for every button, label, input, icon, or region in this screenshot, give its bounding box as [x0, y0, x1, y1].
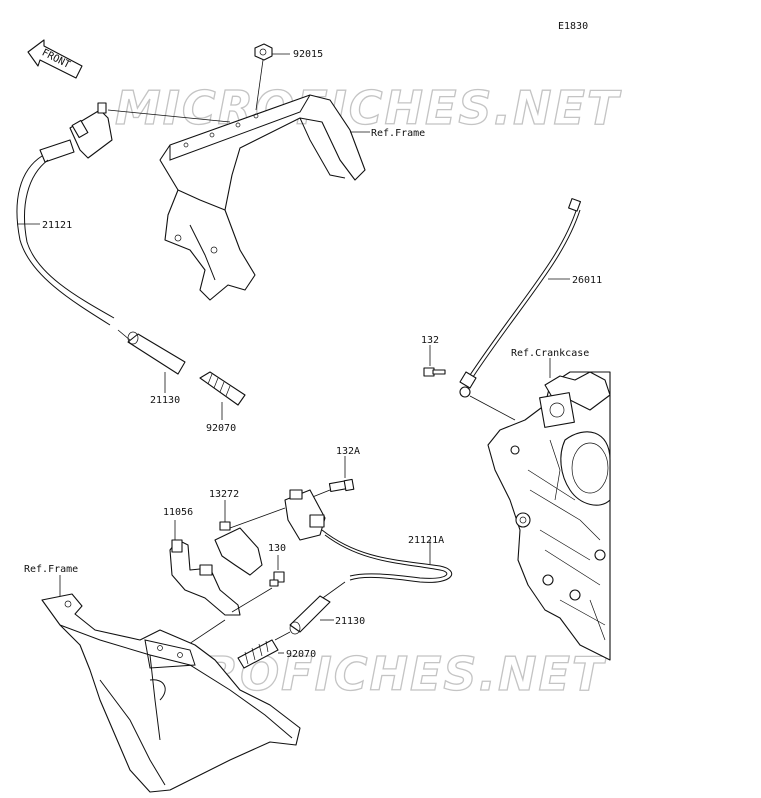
- label-26011: 26011: [572, 275, 602, 286]
- spark-plug-top: [199, 371, 246, 406]
- label-11056: 11056: [163, 507, 193, 518]
- ref-crankcase-label: Ref.Crankcase: [511, 348, 589, 359]
- leader-bracket-coil: [229, 507, 286, 529]
- plug-cap-top: [127, 331, 186, 375]
- label-92015: 92015: [293, 49, 323, 60]
- bolt-130: [269, 571, 285, 587]
- cable-21121a-inner: [324, 534, 448, 579]
- leader-cable-cap: [319, 581, 346, 601]
- label-21121: 21121: [42, 220, 72, 231]
- label-92070-top: 92070: [206, 423, 236, 434]
- label-21130-bottom: 21130: [335, 616, 365, 627]
- nut-92015: [254, 43, 273, 61]
- label-13272: 13272: [209, 489, 239, 500]
- leader-cap-plug: [274, 631, 291, 641]
- spark-plug-bottom: [237, 639, 279, 669]
- leader-ground-crankcase: [469, 395, 516, 421]
- label-132a: 132A: [336, 446, 360, 457]
- frame-bracket-top: [159, 94, 366, 301]
- label-21121a: 21121A: [408, 535, 444, 546]
- frame-bottom: [41, 593, 301, 793]
- ignition-coil-bottom: [284, 489, 326, 541]
- diagram-id: E1830: [558, 21, 588, 32]
- label-21130-top: 21130: [150, 395, 180, 406]
- leader-coil-frame: [107, 109, 231, 123]
- crankcase: [487, 371, 611, 661]
- leader-bolt-bracket: [231, 587, 273, 613]
- cable-21121a: [321, 529, 452, 583]
- cable-21121-inner: [24, 159, 115, 319]
- label-130: 130: [268, 543, 286, 554]
- leader-nut-bolt: [255, 59, 264, 111]
- label-92070-bottom: 92070: [286, 649, 316, 660]
- watermark-top: MICROFICHES.NET: [115, 81, 622, 135]
- plug-cap-bottom: [289, 595, 331, 635]
- cable-21121: [16, 155, 111, 326]
- front-arrow-icon: FRONT: [27, 39, 83, 79]
- bolt-132: [423, 367, 446, 377]
- ground-cable-26011: [459, 198, 582, 398]
- label-132: 132: [421, 335, 439, 346]
- ref-frame-top-label: Ref.Frame: [371, 128, 425, 139]
- bracket-13272: [214, 521, 263, 576]
- bolt-132a: [328, 478, 355, 493]
- ignition-coil-top: [39, 102, 113, 163]
- bracket-11056: [169, 539, 241, 616]
- ref-frame-bottom-label: Ref.Frame: [24, 564, 78, 575]
